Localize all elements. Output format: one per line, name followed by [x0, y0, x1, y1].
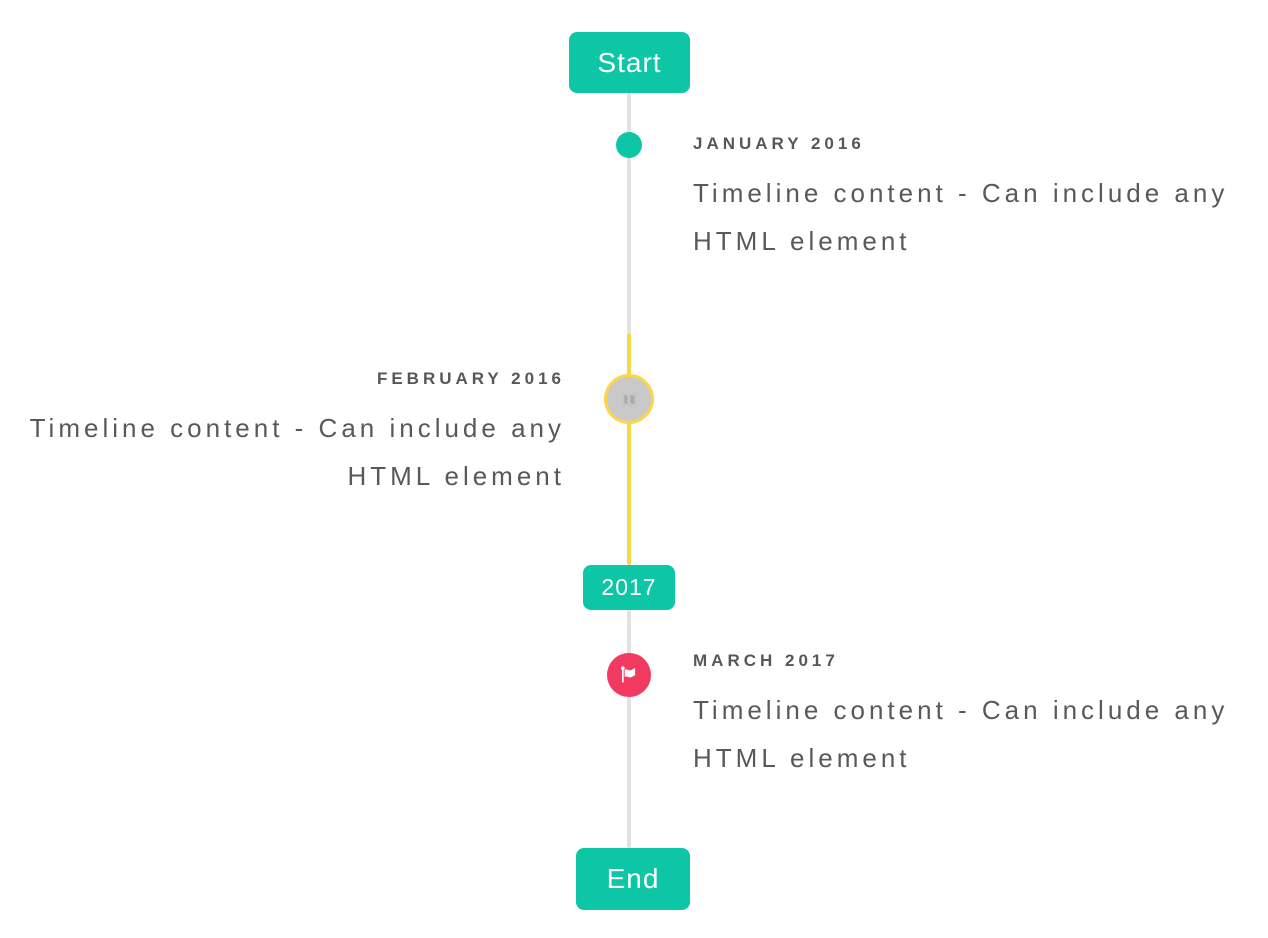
entry-january: JANUARY 2016 Timeline content - Can incl… [693, 133, 1253, 265]
year-badge-label: 2017 [601, 574, 657, 600]
marker-february-circle [604, 374, 654, 424]
entry-period: FEBRUARY 2016 [376, 369, 565, 388]
timeline-line-gray-top [627, 93, 631, 333]
timeline-line-gray-bottom [627, 610, 631, 848]
flag-icon [618, 664, 640, 686]
entry-february: FEBRUARY 2016 Timeline content - Can inc… [5, 368, 565, 500]
end-badge-label: End [606, 863, 660, 894]
entry-content: Timeline content - Can include any HTML … [693, 178, 1229, 256]
marker-january-dot [616, 132, 642, 158]
marker-march-circle [607, 653, 651, 697]
entry-period: MARCH 2017 [693, 651, 839, 670]
entry-march: MARCH 2017 Timeline content - Can includ… [693, 650, 1253, 782]
start-badge-label: Start [597, 46, 662, 78]
year-badge-2017: 2017 [583, 565, 675, 610]
timeline-line-yellow [627, 333, 631, 565]
entry-content: Timeline content - Can include any HTML … [29, 413, 565, 491]
start-badge: Start [569, 32, 690, 93]
entry-period: JANUARY 2016 [693, 134, 865, 153]
broken-image-icon [622, 393, 637, 406]
end-badge: End [576, 848, 690, 910]
entry-content: Timeline content - Can include any HTML … [693, 695, 1229, 773]
